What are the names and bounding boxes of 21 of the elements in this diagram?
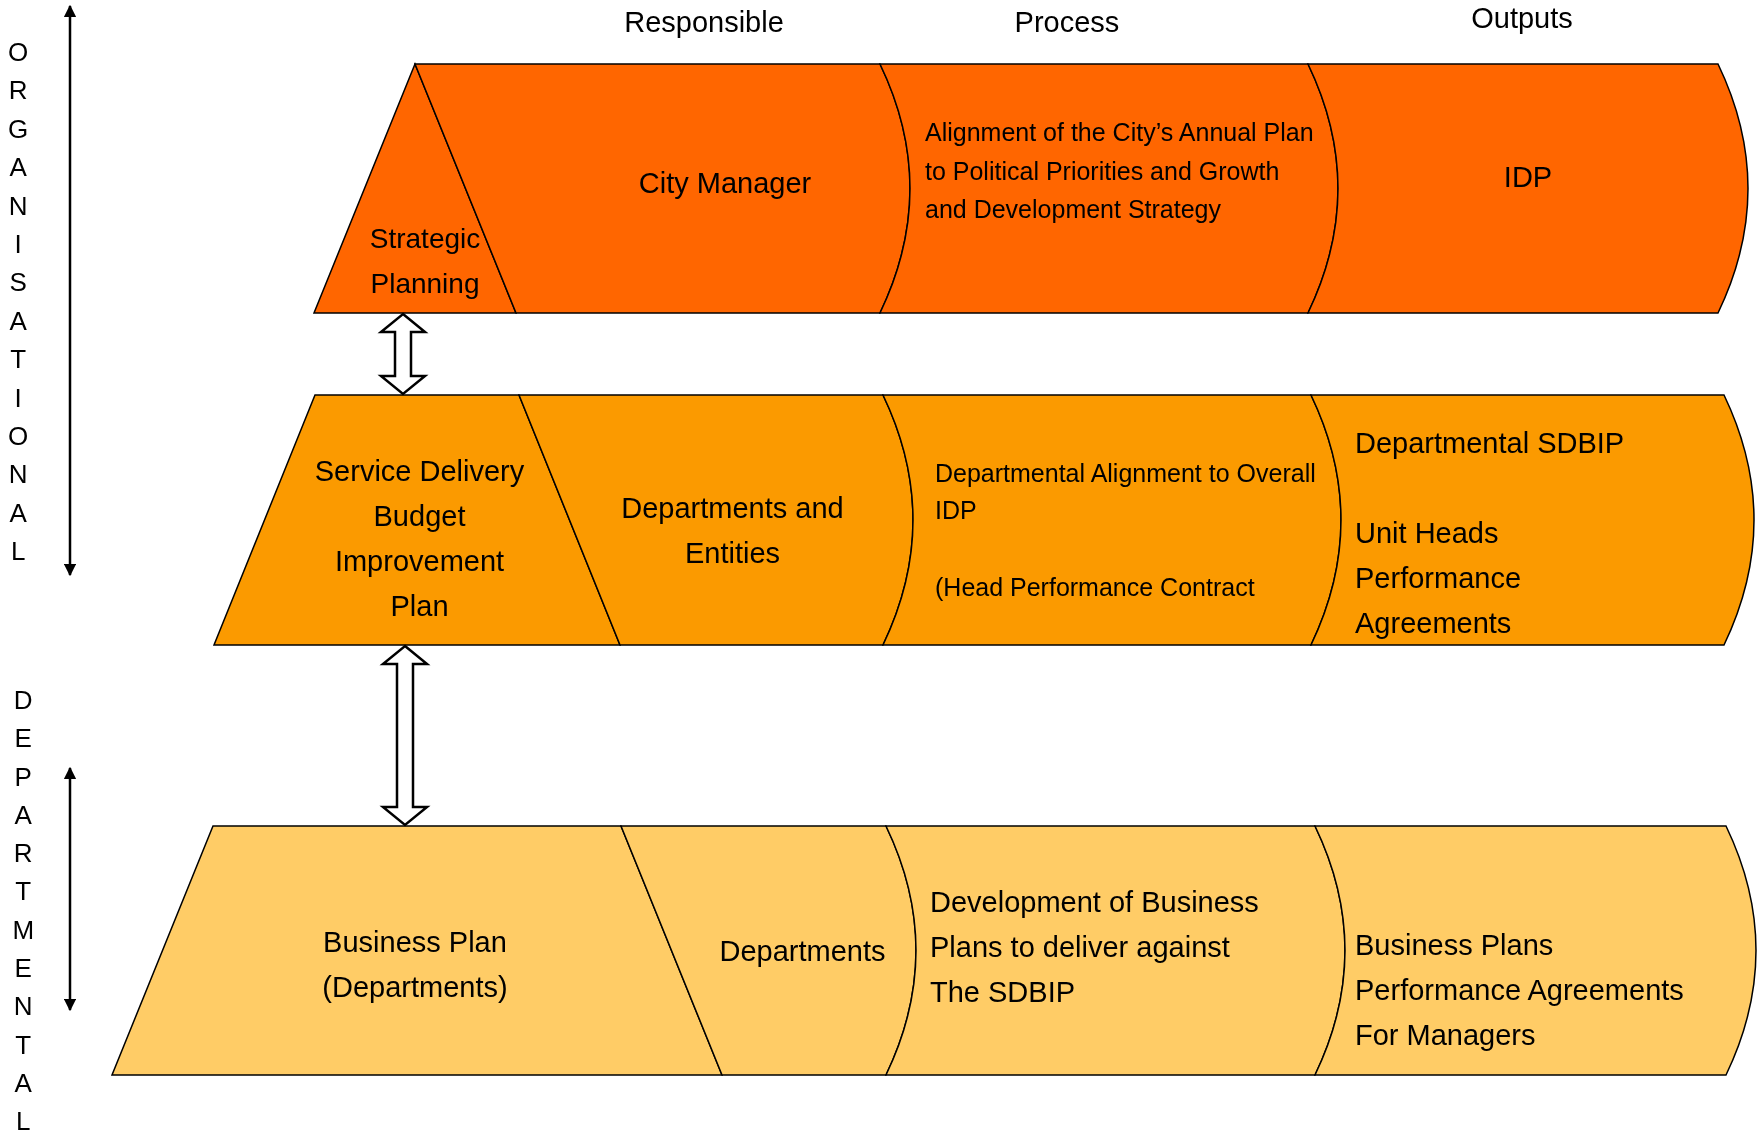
node-text: (Head Performance Contract — [935, 572, 1256, 603]
node-text: Service Delivery Budget Improvement Plan — [313, 454, 526, 624]
column-header: Responsible — [624, 6, 784, 39]
node-text: Unit Heads Performance Agreements — [1355, 516, 1522, 641]
column-header: Process — [1014, 6, 1120, 39]
column-header: Outputs — [1471, 2, 1573, 35]
node-text: Development of Business Plans to deliver against The SDBIP — [930, 885, 1260, 1010]
double-arrow — [377, 312, 429, 396]
node-text: Departmental SDBIP — [1355, 426, 1626, 461]
node-text: Business Plans — [1355, 928, 1555, 963]
double-arrow — [379, 644, 431, 827]
node-text: Alignment of the City’s Annual Plan to Political Priorities and Growth and Development Strategy — [925, 117, 1315, 225]
node-text: Strategic Planning — [368, 222, 482, 301]
node-text: Departmental Alignment to Overall IDP — [935, 458, 1317, 526]
node-text: Departments and Entities — [620, 491, 845, 571]
node-text: Performance Agreements — [1355, 973, 1685, 1008]
node-text: For Managers — [1355, 1018, 1537, 1053]
node-text: IDP — [1502, 160, 1554, 195]
node-text: Business Plan (Departments) — [321, 925, 509, 1005]
node-text: City Manager — [637, 166, 813, 201]
node-text: Departments — [718, 934, 887, 969]
